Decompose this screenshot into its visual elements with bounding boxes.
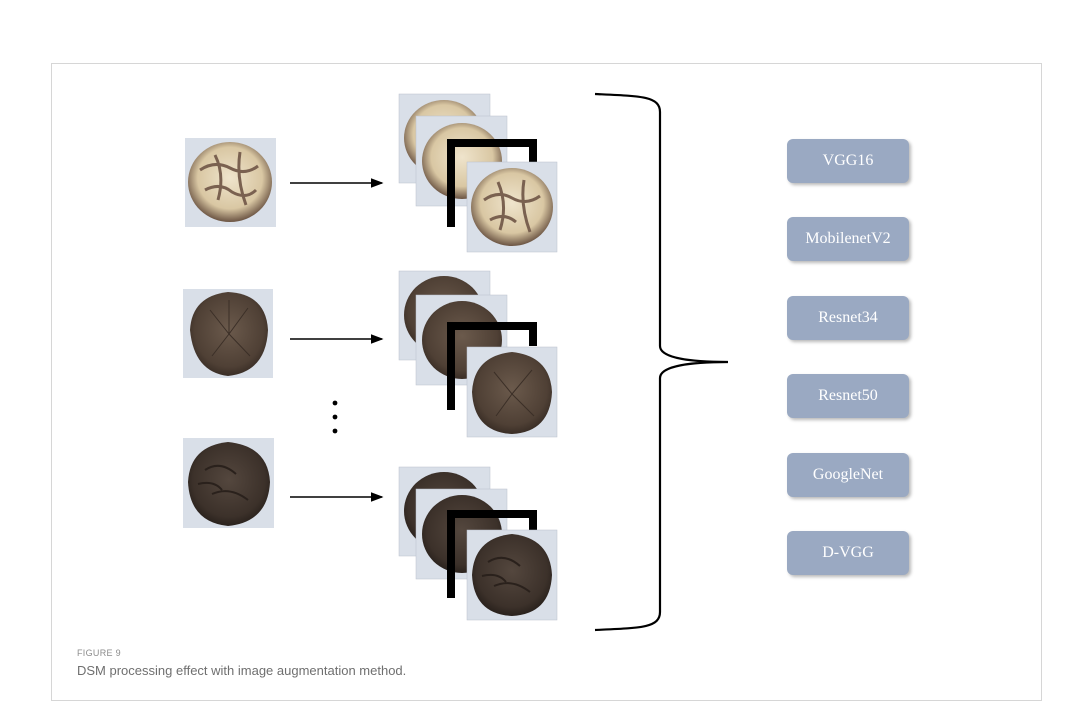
- source-image-1: [185, 138, 276, 227]
- model-box-d-vgg: D-VGG: [787, 531, 909, 575]
- figure-label: FIGURE 9: [77, 648, 121, 658]
- model-label: D-VGG: [822, 544, 874, 561]
- model-box-resnet50: Resnet50: [787, 374, 909, 418]
- augmented-stack-3: [398, 466, 558, 621]
- source-image-2: [183, 289, 273, 378]
- augmented-stack-2: [398, 270, 558, 438]
- figure-frame: [51, 63, 1042, 701]
- model-label: GoogleNet: [812, 466, 884, 483]
- source-image-3: [183, 438, 274, 528]
- model-label: VGG16: [822, 152, 874, 169]
- ellipsis-dots: [332, 400, 338, 434]
- model-box-resnet34: Resnet34: [787, 296, 909, 340]
- model-label: MobilenetV2: [805, 230, 891, 247]
- model-box-googlenet: GoogleNet: [787, 453, 909, 497]
- augmented-stack-1: [398, 93, 558, 253]
- model-label: Resnet34: [818, 309, 878, 326]
- figure-caption: DSM processing effect with image augment…: [77, 663, 407, 678]
- curly-brace: [594, 92, 729, 632]
- model-label: Resnet50: [818, 387, 878, 404]
- model-box-vgg16: VGG16: [787, 139, 909, 183]
- model-box-mobilenetv2: MobilenetV2: [787, 217, 909, 261]
